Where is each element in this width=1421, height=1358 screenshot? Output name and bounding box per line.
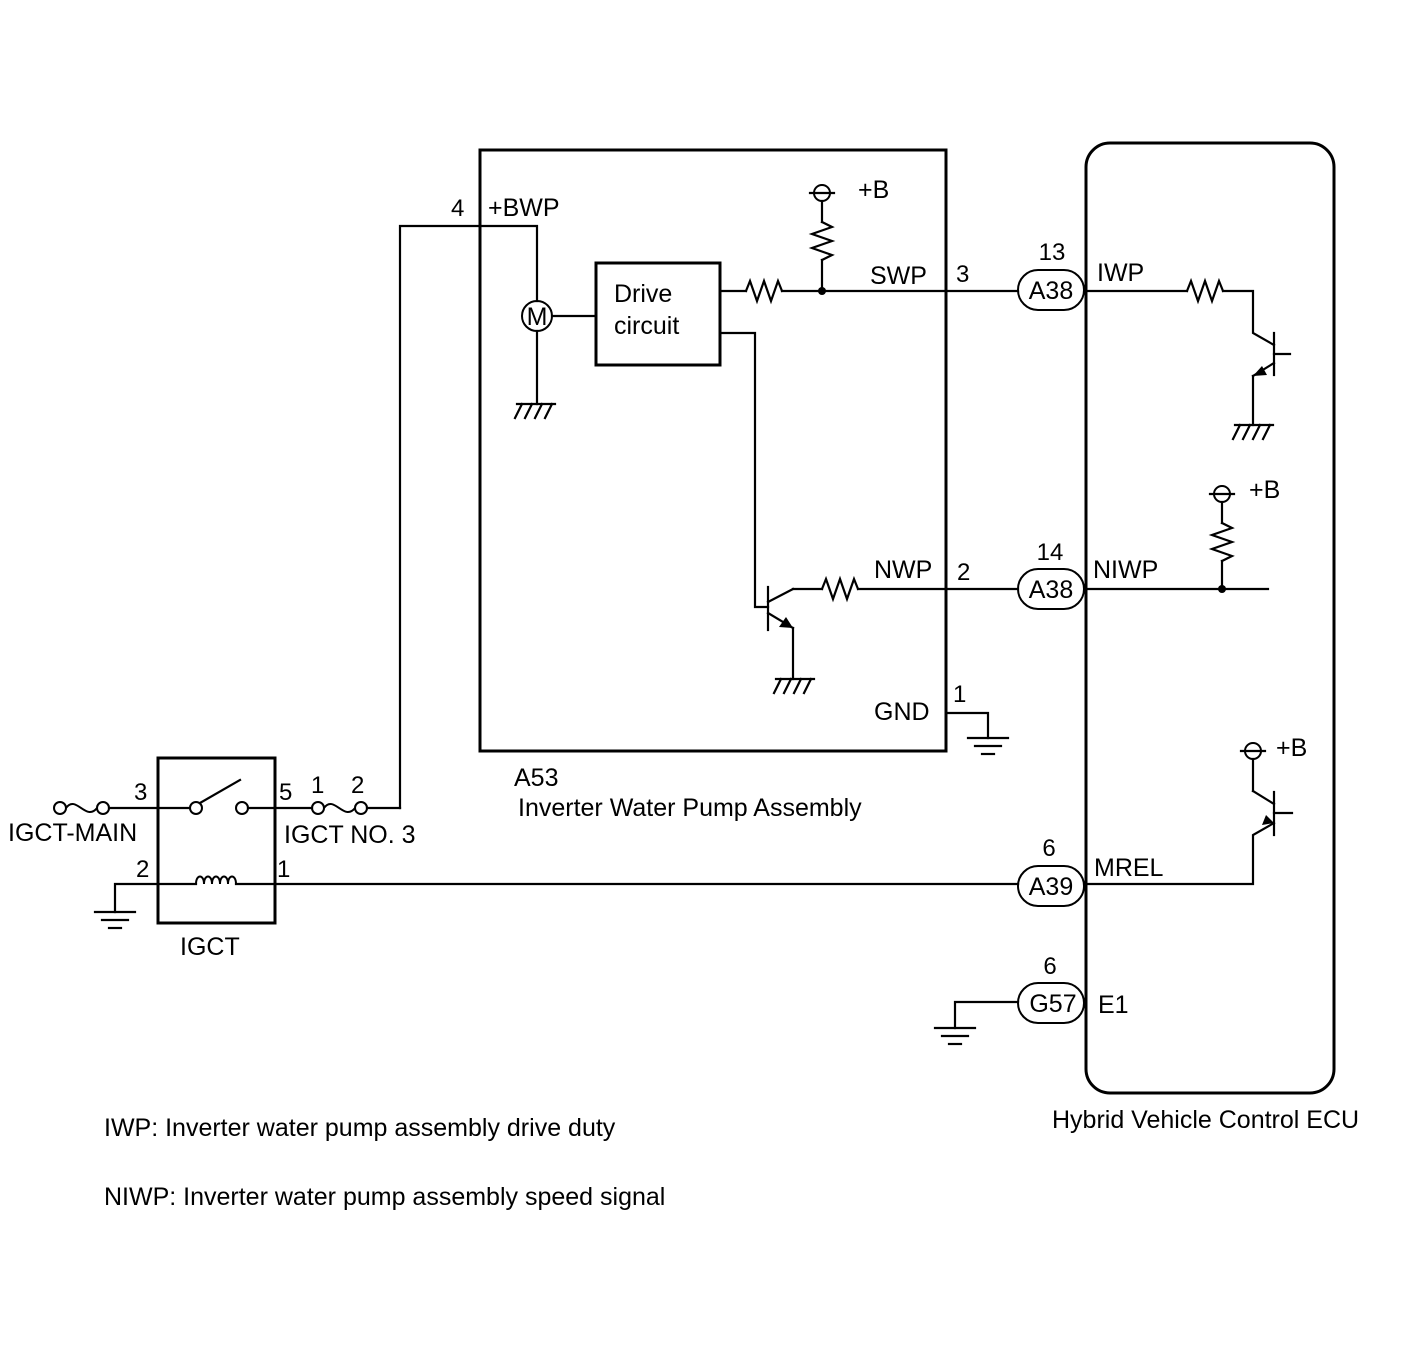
- relay-ground-wire: [113, 882, 160, 914]
- ecu-signal-iwp: IWP: [1097, 259, 1144, 287]
- iwp-transistor-icon: [1251, 331, 1292, 378]
- drive-circuit-label-line2: circuit: [614, 312, 679, 340]
- swp-pin-name: SWP: [870, 262, 927, 290]
- pump-transistor-icon: [766, 585, 795, 632]
- igct-no3-fuse-icon: [311, 801, 368, 815]
- connector-a38-14: [1017, 568, 1085, 610]
- gnd-wire: [944, 711, 990, 740]
- ecu-box: [1084, 141, 1336, 1095]
- igct-no3-pin-2: 2: [351, 772, 364, 799]
- note-iwp: IWP: Inverter water pump assembly drive …: [104, 1114, 616, 1142]
- connector-pin-number: 6: [1043, 953, 1056, 980]
- relay-ground-icon: [93, 910, 137, 930]
- e1-ground-icon: [933, 1026, 977, 1046]
- pump-plus-b-label: +B: [858, 176, 889, 204]
- connector-pin-number: 13: [1039, 239, 1066, 266]
- e1-ground-wire: [953, 1000, 1020, 1030]
- relay-pin-1: 1: [277, 856, 290, 883]
- connector-pin-number: 14: [1037, 539, 1064, 566]
- legend-notes: IWP: Inverter water pump assembly drive …: [104, 1114, 665, 1211]
- relay-pin-5: 5: [279, 779, 292, 806]
- mrel-wire: [1084, 821, 1276, 886]
- connector-code: A38: [1029, 277, 1073, 305]
- connector-code: G57: [1029, 990, 1076, 1018]
- relay-coil-icon: [195, 875, 237, 885]
- iwp-resistor-icon: [1185, 277, 1225, 305]
- connector-a39-6: [1017, 865, 1085, 907]
- bwp-wire: [398, 224, 539, 810]
- igct-relay-box: [156, 756, 277, 925]
- pump-name-label: Inverter Water Pump Assembly: [518, 794, 862, 822]
- ecu-signal-niwp: NIWP: [1093, 556, 1158, 584]
- ecu-signal-mrel: MREL: [1094, 854, 1164, 882]
- igct-relay-circuit: IGCT-MAIN 3 5 2 1 IGCT: [8, 756, 1020, 961]
- drive-to-transistor-wire: [718, 331, 770, 609]
- drive-circuit-box: [594, 261, 722, 367]
- relay-switch-blade: [198, 778, 242, 805]
- relay-switch-contact: [235, 801, 249, 815]
- relay-switch-contact: [189, 801, 203, 815]
- igct-relay-label: IGCT: [180, 933, 240, 961]
- gnd-pin-name: GND: [874, 698, 930, 726]
- ecu-name-label: Hybrid Vehicle Control ECU: [1052, 1106, 1359, 1134]
- motor-chassis-ground-icon: [513, 402, 557, 420]
- nwp-pin-name: NWP: [874, 556, 932, 584]
- motor-label: M: [527, 303, 548, 331]
- igct-main-fuse-icon: [53, 801, 110, 815]
- iwp-wire-b: [1221, 289, 1276, 347]
- igct-no3-pin-1: 1: [311, 772, 324, 799]
- pump-code-label: A53: [514, 764, 558, 792]
- hybrid-vehicle-control-ecu: A38 13 IWP A38 14 NIWP A39 6 MREL G57 6 …: [933, 141, 1359, 1134]
- inverter-water-pump-assembly: M Drive circuit +B: [398, 148, 1020, 822]
- relay-pin-2: 2: [136, 856, 149, 883]
- nwp-pin-number: 2: [957, 559, 970, 586]
- transistor-chassis-ground-icon: [772, 677, 816, 695]
- connector-code: A38: [1029, 576, 1073, 604]
- drive-circuit-label-line1: Drive: [614, 280, 672, 308]
- gnd-pin-number: 1: [953, 681, 966, 708]
- pump-assembly-box: [478, 148, 948, 753]
- bwp-pin-number: 4: [451, 195, 464, 222]
- connector-a38-13: [1017, 269, 1085, 311]
- connector-code: A39: [1029, 873, 1073, 901]
- bwp-pin-name: +BWP: [488, 194, 560, 222]
- note-niwp: NIWP: Inverter water pump assembly speed…: [104, 1183, 665, 1211]
- igct-main-fuse-label: IGCT-MAIN: [8, 819, 137, 847]
- relay-pin-3: 3: [134, 779, 147, 806]
- gnd-ground-icon: [966, 736, 1010, 756]
- pullup-resistor-icon: [808, 220, 836, 262]
- swp-pin-number: 3: [956, 261, 969, 288]
- nwp-resistor-icon: [820, 575, 860, 603]
- swp-resistor-icon: [744, 277, 784, 305]
- mrel-transistor-icon: [1251, 789, 1294, 837]
- connector-pin-number: 6: [1042, 835, 1055, 862]
- niwp-pullup-resistor-icon: [1208, 521, 1236, 563]
- ecu-plus-b-label: +B: [1249, 476, 1280, 504]
- iwp-chassis-ground-icon: [1231, 423, 1275, 441]
- igct-no3-fuse-label: IGCT NO. 3: [284, 821, 416, 849]
- ecu-plus-b-label: +B: [1276, 734, 1307, 762]
- ecu-signal-e1: E1: [1098, 991, 1129, 1019]
